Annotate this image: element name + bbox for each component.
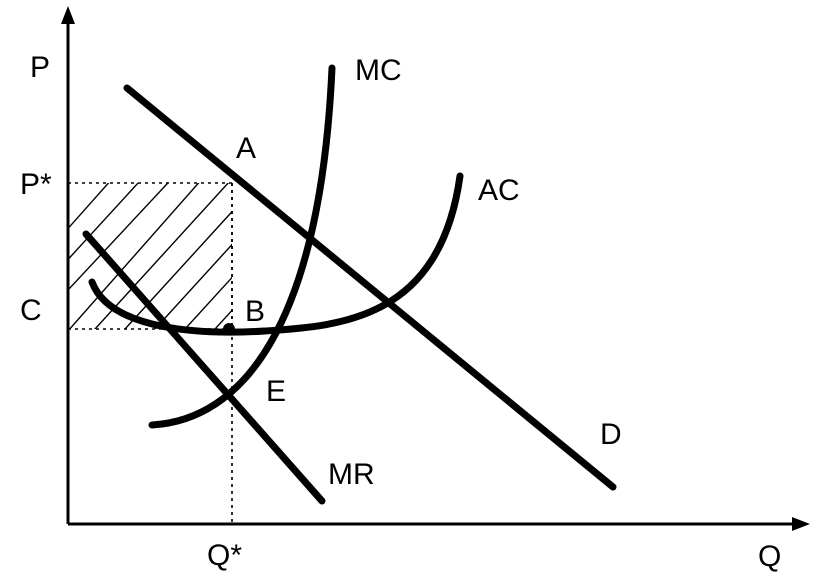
point-e-label: E (266, 375, 286, 408)
profit-area-hatching (68, 183, 232, 329)
c-label: C (20, 294, 42, 327)
d-label: D (600, 418, 622, 451)
point-b-marker (223, 323, 235, 335)
demand-curve (123, 84, 617, 491)
mc-label: MC (355, 54, 402, 87)
x-axis-arrowhead (792, 517, 810, 531)
ac-label: AC (478, 174, 520, 207)
point-b-label: B (245, 295, 265, 328)
mr-label: MR (328, 458, 375, 491)
axes (61, 6, 810, 531)
point-a-label: A (236, 132, 256, 165)
x-axis-label: Q (758, 540, 781, 573)
marginal-cost-curve (148, 64, 336, 429)
average-cost-curve (88, 172, 464, 336)
q-star-label: Q* (207, 539, 242, 572)
y-axis-label: P (30, 51, 50, 84)
y-axis-arrowhead (61, 6, 75, 24)
p-star-label: P* (20, 168, 52, 201)
marginal-revenue-curve (82, 230, 326, 505)
